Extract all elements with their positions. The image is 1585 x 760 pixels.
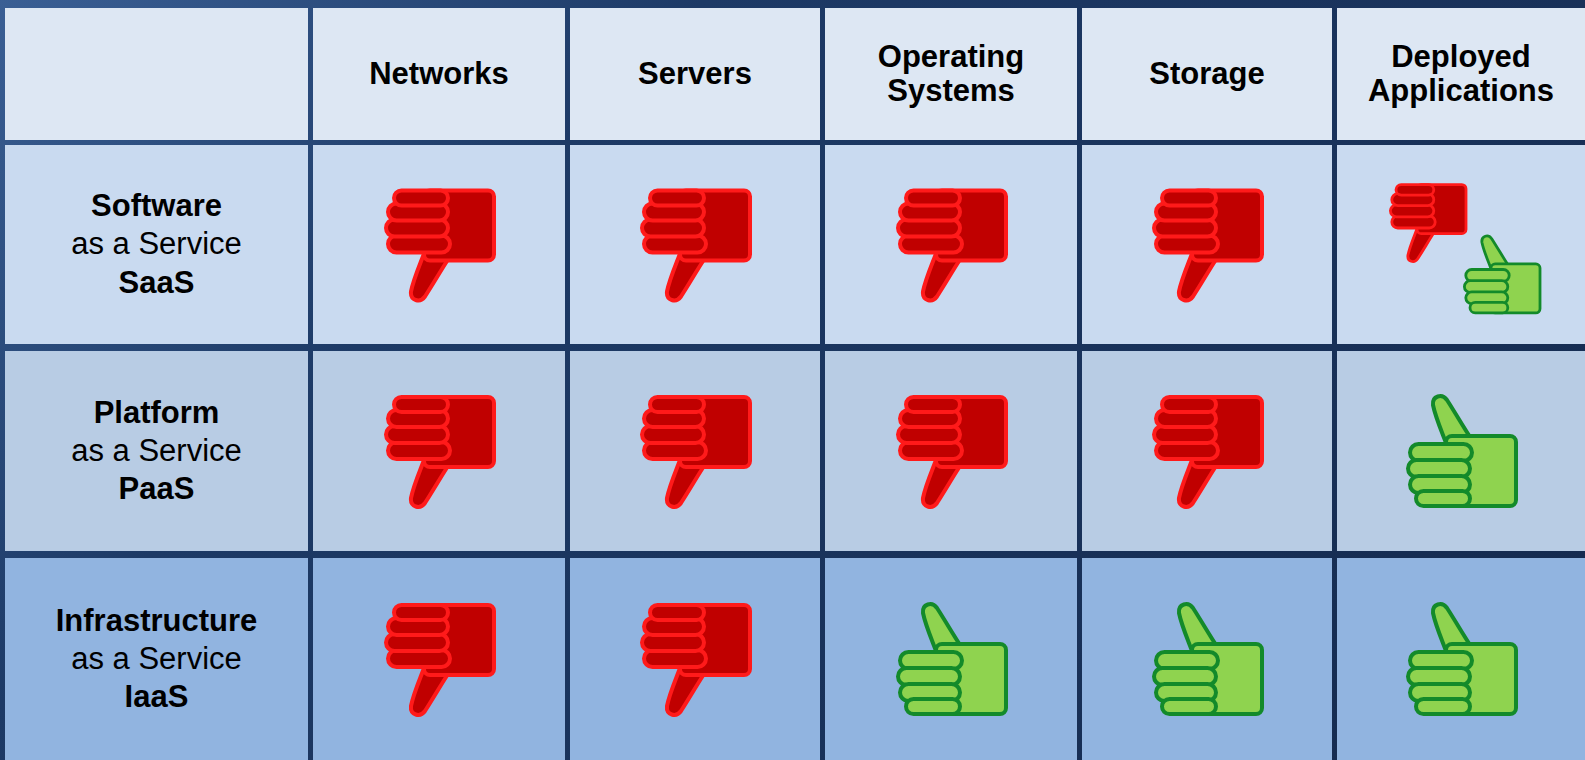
row-header: IaaS (125, 680, 189, 714)
thumbs-up-icon (1408, 396, 1516, 506)
thumbs-down-icon (1154, 191, 1262, 301)
column-header-cell: Networks (313, 8, 565, 140)
table-cell (1337, 8, 1585, 140)
table-cell (1082, 351, 1332, 551)
row-header: Infrastructure (56, 604, 258, 638)
thumbs-up-icon (1464, 236, 1540, 313)
thumbs-up-icon (898, 604, 1006, 714)
row-header: Software (91, 189, 222, 223)
thumbs-down-icon (1390, 185, 1466, 262)
table-cell (1082, 145, 1332, 344)
table-cell (313, 145, 565, 344)
table-cell (825, 145, 1077, 344)
thumbs-down-icon (386, 605, 494, 715)
table-cell (825, 558, 1077, 760)
table-cell (570, 145, 820, 344)
column-header: Networks (369, 57, 509, 91)
row-header-cell: Software as a ServiceSaaS (5, 145, 308, 344)
row-header: as a Service (71, 642, 242, 676)
table-cell (570, 8, 820, 140)
table-cell (5, 145, 308, 344)
thumbs-down-icon (642, 397, 750, 507)
table-cell (1337, 145, 1585, 344)
row-header: Platform (94, 396, 220, 430)
thumbs-down-icon (642, 191, 750, 301)
thumbs-up-icon (1154, 604, 1262, 714)
thumbs-down-icon (386, 397, 494, 507)
column-header-cell: Operating Systems (825, 8, 1077, 140)
table-cell (825, 8, 1077, 140)
row-header: as a Service (71, 227, 242, 261)
row-header-cell: Infrastructure as a ServiceIaaS (5, 558, 308, 760)
table-cell (313, 558, 565, 760)
thumbs-down-icon (898, 397, 1006, 507)
table-cell (1082, 8, 1332, 140)
row-header: PaaS (119, 472, 195, 506)
column-header-cell: Servers (570, 8, 820, 140)
column-header: Servers (638, 57, 752, 91)
table-cell (1337, 558, 1585, 760)
column-header-cell: Storage (1082, 8, 1332, 140)
table-cell (825, 351, 1077, 551)
table-cell (1337, 351, 1585, 551)
table-cell (5, 558, 308, 760)
column-header: Operating Systems (831, 40, 1071, 108)
column-header-cell: Deployed Applications (1337, 8, 1585, 140)
thumbs-down-icon (898, 191, 1006, 301)
row-header: SaaS (119, 266, 195, 300)
table-cell (313, 351, 565, 551)
column-header: Storage (1149, 57, 1264, 91)
thumbs-down-icon (386, 191, 494, 301)
thumbs-up-icon (1408, 604, 1516, 714)
table-cell (5, 8, 308, 140)
thumbs-down-icon (1154, 397, 1262, 507)
table-cell (5, 351, 308, 551)
row-header-cell: Platform as a ServicePaaS (5, 351, 308, 551)
table-cell (313, 8, 565, 140)
table-cell (1082, 558, 1332, 760)
thumbs-down-icon (642, 605, 750, 715)
table-cell (570, 558, 820, 760)
column-header: Deployed Applications (1343, 40, 1579, 108)
table-cell (570, 351, 820, 551)
row-header: as a Service (71, 434, 242, 468)
